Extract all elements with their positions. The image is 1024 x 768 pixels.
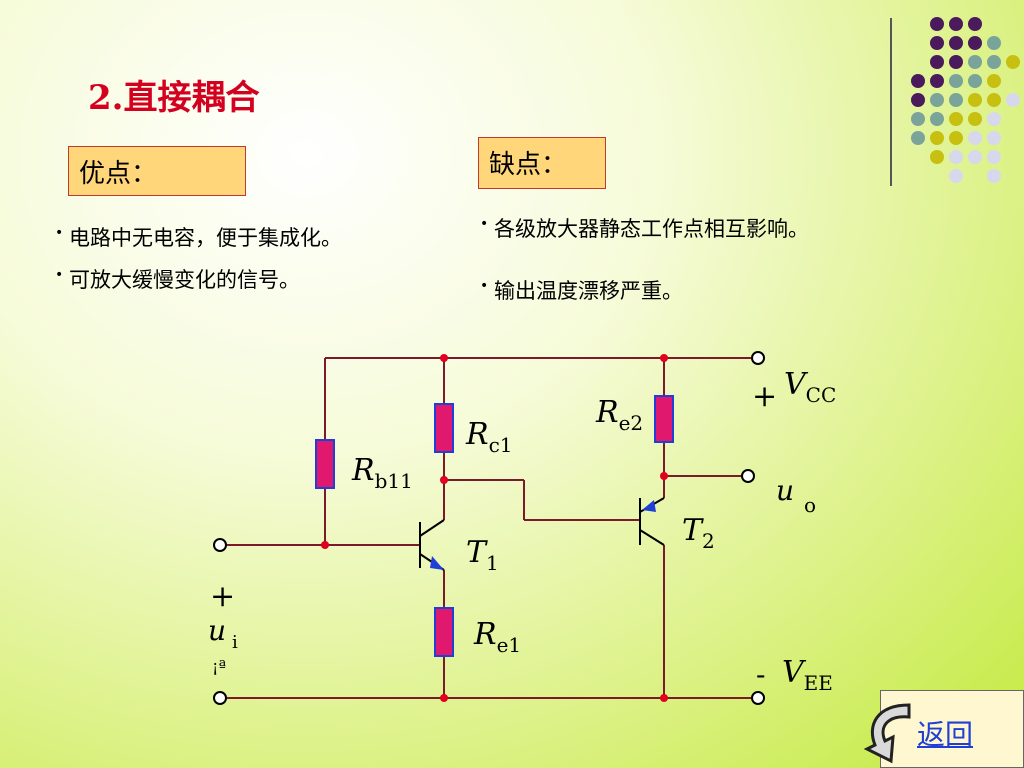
list-item: 可放大缓慢变化的信号。 bbox=[55, 264, 342, 294]
decorative-dot bbox=[911, 93, 925, 107]
decorative-dot bbox=[930, 112, 944, 126]
decorative-dot bbox=[987, 112, 1001, 126]
cons-list: 各级放大器静态工作点相互影响。 输出温度漂移严重。 bbox=[480, 213, 809, 305]
page-title: 2.直接耦合 bbox=[88, 78, 260, 118]
decorative-dot bbox=[968, 150, 982, 164]
label-re2: Re2 bbox=[595, 395, 643, 435]
label-vcc: VCC bbox=[784, 367, 836, 407]
decorative-dot bbox=[987, 93, 1001, 107]
decorative-dot bbox=[930, 150, 944, 164]
decorative-dot-grid bbox=[911, 17, 1020, 183]
return-button[interactable]: 返回 bbox=[863, 690, 1024, 768]
decorative-dot bbox=[949, 112, 963, 126]
decorative-dot bbox=[930, 36, 944, 50]
list-item: 各级放大器静态工作点相互影响。 bbox=[480, 213, 809, 243]
decorative-dot bbox=[987, 169, 1001, 183]
label-re1: Re1 bbox=[473, 617, 521, 657]
decorative-dot bbox=[949, 36, 963, 50]
decorative-dot bbox=[949, 131, 963, 145]
decorative-dot bbox=[911, 112, 925, 126]
decorative-dot bbox=[949, 17, 963, 31]
return-label[interactable]: 返回 bbox=[917, 718, 974, 751]
label-ui-plus: + bbox=[210, 579, 235, 614]
circuit-terminals bbox=[213, 351, 765, 705]
decorative-dot bbox=[968, 112, 982, 126]
decorative-dot bbox=[949, 150, 963, 164]
resistor-rc1 bbox=[434, 403, 454, 453]
resistor-re2 bbox=[654, 395, 674, 443]
decorative-dot bbox=[987, 36, 1001, 50]
decorative-dot bbox=[911, 131, 925, 145]
label-rb11: Rb11 bbox=[351, 453, 413, 493]
list-item: 电路中无电容，便于集成化。 bbox=[55, 222, 342, 252]
t2-emitter-arrow bbox=[642, 500, 656, 512]
decorative-dot bbox=[949, 55, 963, 69]
resistor-rb11 bbox=[315, 439, 335, 489]
label-t2: T2 bbox=[682, 513, 715, 553]
resistors bbox=[315, 395, 674, 657]
decorative-dot bbox=[930, 55, 944, 69]
decorative-dot bbox=[930, 131, 944, 145]
curved-arrow-icon bbox=[863, 703, 911, 764]
decorative-dot bbox=[987, 74, 1001, 88]
decorative-dot bbox=[930, 17, 944, 31]
decorative-dot bbox=[911, 74, 925, 88]
list-item: 输出温度漂移严重。 bbox=[480, 275, 809, 305]
pros-heading: 优点： bbox=[68, 146, 246, 196]
label-vee-sign: - bbox=[756, 658, 765, 691]
decorative-dot bbox=[968, 36, 982, 50]
decorative-dot bbox=[930, 74, 944, 88]
decorative-dot bbox=[949, 74, 963, 88]
label-rc1: Rc1 bbox=[465, 417, 513, 457]
circuit-nodes bbox=[321, 354, 668, 702]
decorative-dot bbox=[949, 169, 963, 183]
decorative-dot bbox=[968, 17, 982, 31]
label-ui-minus: ¡ª bbox=[212, 657, 226, 676]
decorative-dot bbox=[968, 93, 982, 107]
decorative-dot bbox=[987, 55, 1001, 69]
decorative-dot bbox=[968, 55, 982, 69]
decorative-dot bbox=[987, 150, 1001, 164]
decorative-dot bbox=[1006, 93, 1020, 107]
label-vee: VEE bbox=[782, 655, 833, 695]
decorative-dot bbox=[968, 131, 982, 145]
t1-emitter-arrow bbox=[430, 556, 444, 570]
decorative-dot bbox=[968, 74, 982, 88]
decorative-vertical-line bbox=[890, 18, 892, 186]
decorative-dot bbox=[949, 93, 963, 107]
label-t1: T1 bbox=[466, 535, 499, 575]
label-vcc-sign: + bbox=[752, 379, 777, 414]
pros-list: 电路中无电容，便于集成化。 可放大缓慢变化的信号。 bbox=[55, 222, 342, 306]
decorative-dot bbox=[930, 93, 944, 107]
resistor-re1 bbox=[434, 607, 454, 657]
decorative-dot bbox=[987, 131, 1001, 145]
decorative-dot bbox=[1006, 55, 1020, 69]
cons-heading: 缺点： bbox=[478, 137, 606, 189]
